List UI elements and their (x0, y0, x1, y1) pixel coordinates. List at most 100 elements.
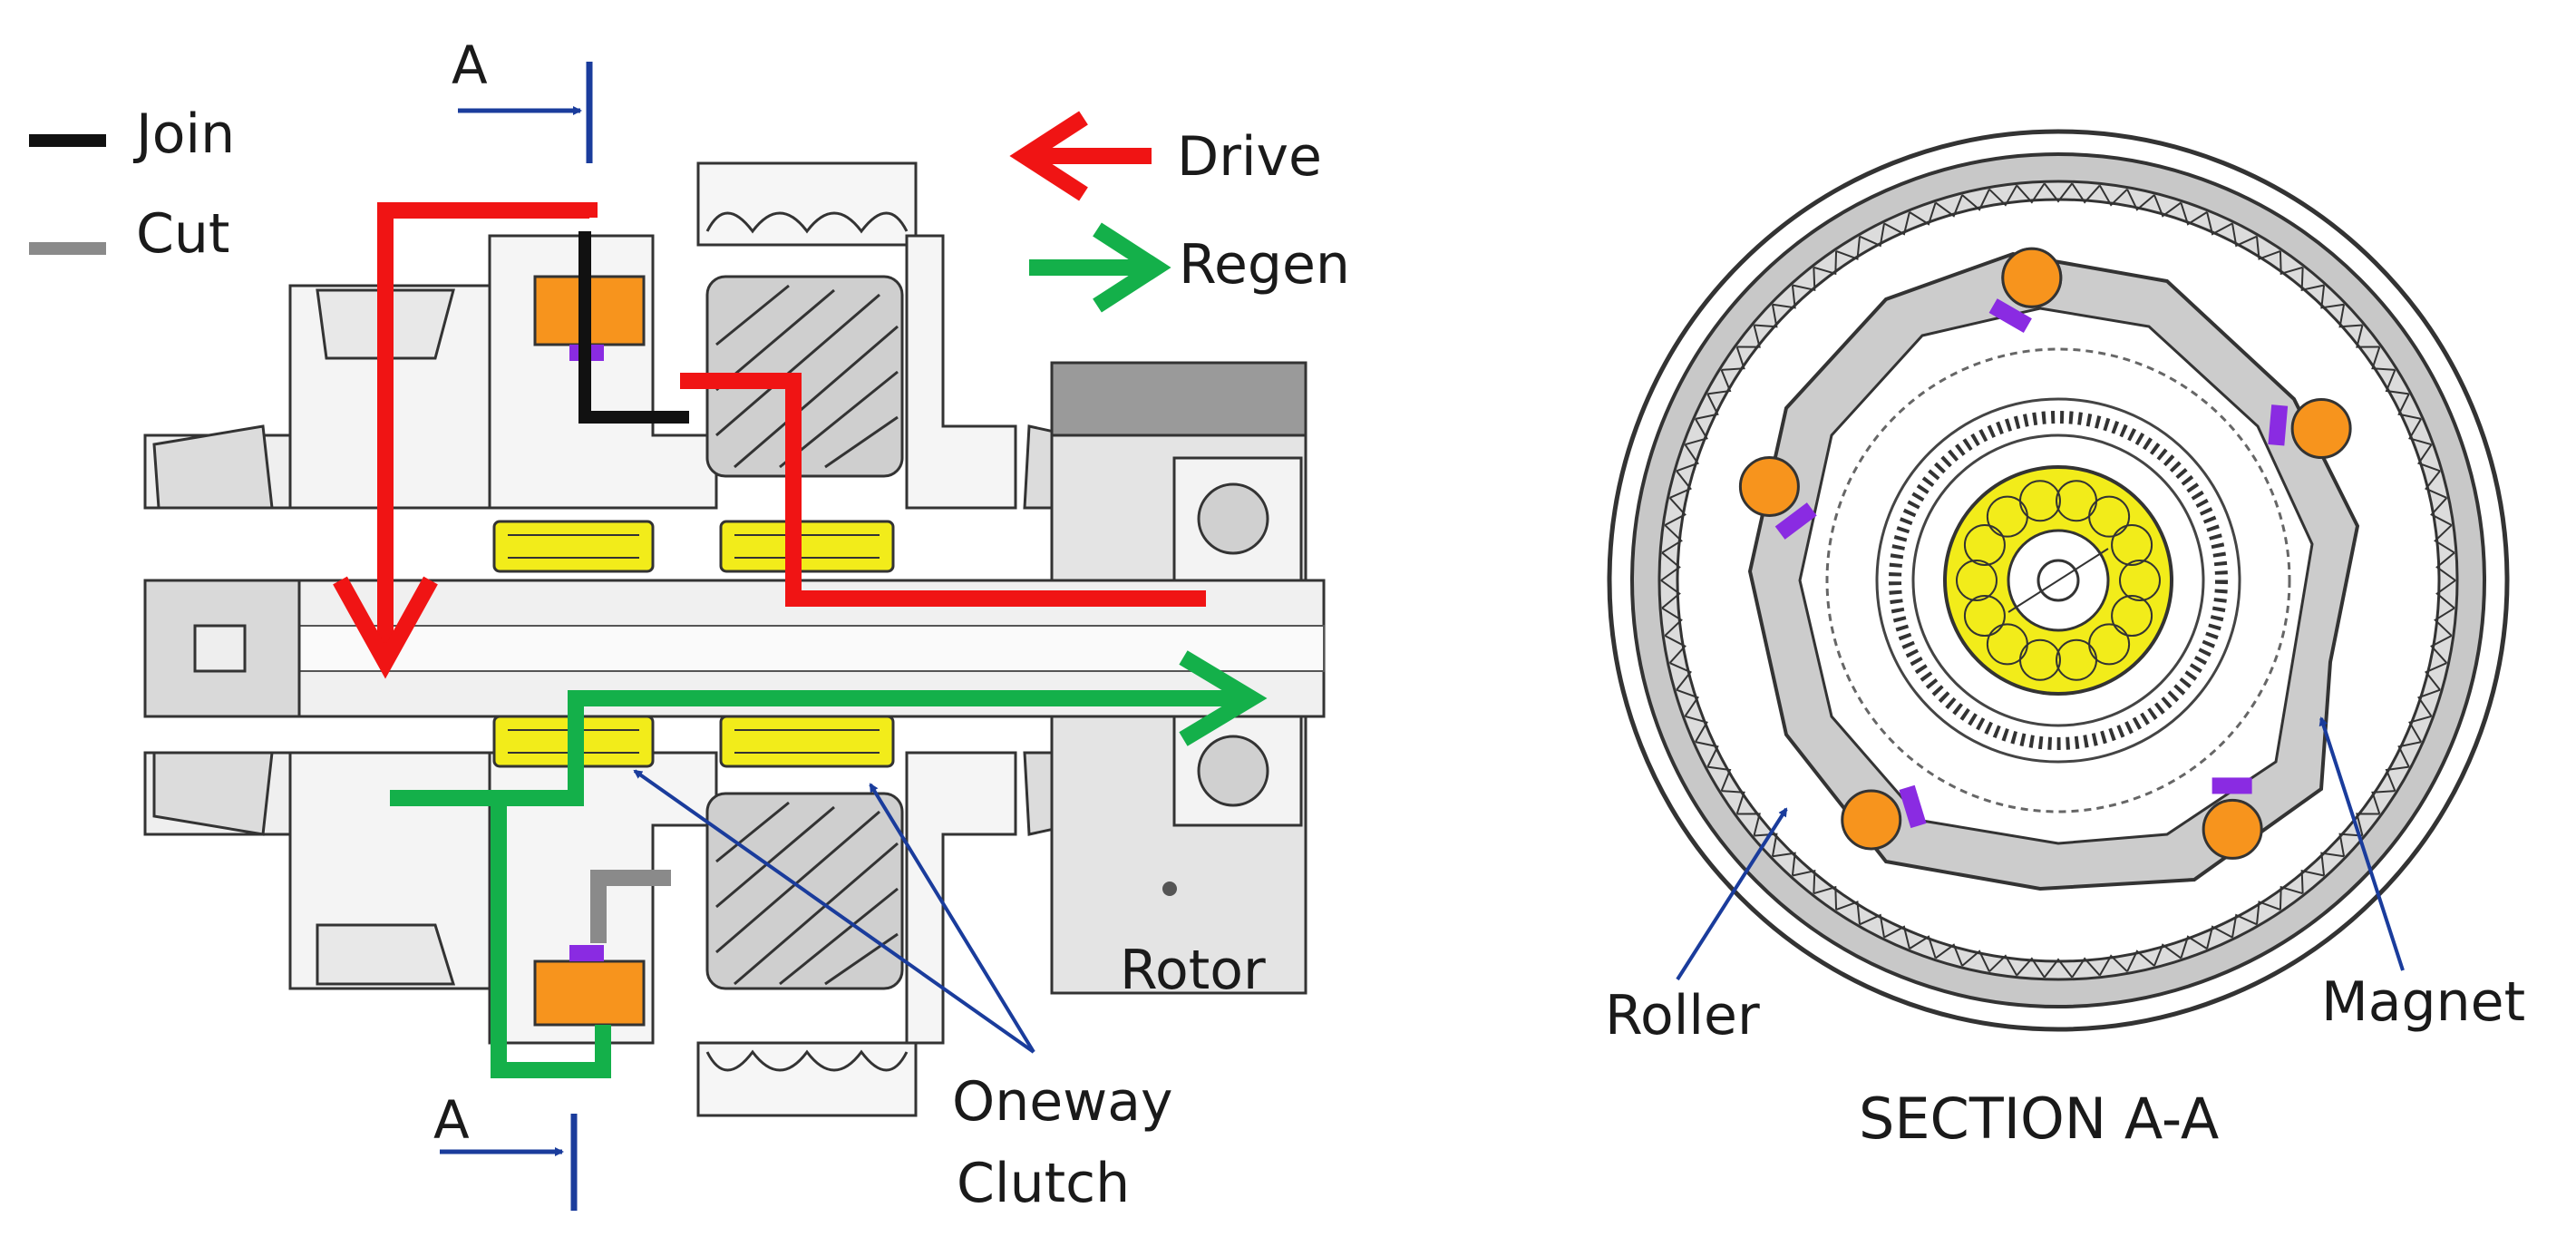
regen-arrow-icon (1029, 222, 1171, 313)
ring-tooth (2206, 925, 2233, 950)
clutch-leader-lines (633, 769, 1035, 1054)
ring-tooth (1661, 607, 1683, 637)
ring-tooth (1660, 551, 1681, 581)
ring-tooth (2153, 194, 2182, 218)
magnet-label: Magnet (2321, 970, 2525, 1034)
ring-tooth (2320, 285, 2345, 309)
join-label: Join (132, 102, 235, 166)
magnet-icon (2211, 777, 2252, 794)
ring-tooth (1721, 790, 1745, 814)
ring-tooth (2338, 304, 2363, 328)
ring-tooth (1772, 285, 1796, 309)
ring-tooth (2424, 470, 2447, 499)
ring-tooth (2424, 662, 2447, 691)
ring-tooth (1909, 935, 1937, 959)
ring-tooth (1909, 202, 1937, 226)
ring-tooth (1676, 688, 1700, 717)
regen-arrowhead (1179, 650, 1268, 746)
needle-roller (1963, 523, 2006, 566)
cut-path (590, 870, 671, 943)
ring-tooth (1859, 913, 1885, 938)
ring-tooth (2416, 443, 2441, 472)
ring-tooth (1883, 925, 1910, 950)
clutch-label-line2: Clutch (957, 1152, 1130, 1215)
needle-roller (2119, 560, 2161, 601)
magnet-icon (1899, 784, 1927, 829)
needle-roller (2056, 638, 2098, 681)
cut-label: Cut (136, 202, 229, 266)
ring-tooth (1835, 901, 1861, 925)
ring-tooth (2416, 688, 2441, 717)
section-aa-view (1607, 129, 2510, 1032)
section-mark-top: A (452, 34, 488, 96)
ring-tooth (2397, 741, 2422, 768)
ring-tooth (2098, 184, 2128, 207)
ring-tooth (2408, 418, 2432, 446)
ring-tooth (2435, 580, 2456, 609)
ring-tooth (2356, 325, 2380, 348)
ring-tooth (2279, 250, 2303, 276)
ring-tooth (2180, 935, 2208, 959)
ring-tooth (2320, 852, 2345, 876)
ring-tooth (1695, 393, 1719, 420)
ring-tooth (2385, 369, 2409, 395)
ring-tooth (1754, 304, 1778, 328)
join-path (578, 231, 689, 424)
ring-tooth (2016, 957, 2046, 979)
drive-arrow-icon (1009, 111, 1152, 201)
legend: Join Cut Drive Regen (29, 102, 1350, 313)
ring-tooth (2385, 765, 2409, 792)
roller-assembly (2202, 777, 2263, 860)
ring-tooth (1935, 194, 1963, 218)
ring-tooth (1707, 765, 1732, 792)
drive-path (377, 202, 598, 653)
ring-tooth (2397, 393, 2422, 420)
needle-roller (1963, 595, 2006, 638)
ring-tooth (1859, 223, 1885, 248)
ring-tooth (2098, 954, 2128, 977)
ring-tooth (2371, 790, 2396, 814)
roller-icon (1738, 455, 1800, 517)
ring-gear-bottom-teeth (705, 1049, 909, 1072)
ring-tooth (2430, 635, 2453, 664)
ring-tooth (1660, 580, 1681, 609)
needle-roller (2018, 480, 2061, 522)
ring-tooth (2071, 182, 2101, 204)
roller-assembly (2268, 398, 2352, 459)
ring-tooth (1664, 497, 1687, 526)
ring-tooth (2231, 223, 2258, 248)
rotor-label: Rotor (1120, 939, 1266, 1002)
ring-tooth (2279, 885, 2303, 911)
ring-tooth (1721, 346, 1745, 371)
section-arrow-icon (440, 62, 593, 1211)
roller-leader (1676, 807, 1788, 981)
needle-roller (2111, 595, 2153, 638)
roller-icon (2001, 247, 2063, 308)
ring-gear-bottom (696, 1041, 918, 1117)
ring-tooth (2206, 211, 2233, 236)
ring-tooth (1676, 443, 1700, 472)
ring-tooth (2300, 869, 2325, 894)
roller-icon (1841, 789, 1902, 851)
cut-swatch (29, 242, 106, 255)
ring-tooth (2180, 202, 2208, 226)
ring-gear-top-teeth (705, 211, 909, 234)
ring-tooth (2434, 524, 2455, 554)
ring-tooth (1695, 741, 1719, 768)
ring-tooth (1669, 470, 1693, 499)
ring-tooth (1883, 211, 1910, 236)
ring-tooth (1736, 325, 1761, 348)
regen-path (390, 690, 1251, 806)
ball-ring (1889, 411, 2228, 750)
roller-label: Roller (1605, 984, 1760, 1047)
roller-icon (2202, 798, 2263, 860)
ring-tooth (1813, 885, 1838, 911)
ring-tooth (2071, 957, 2101, 979)
needle-rollers (1956, 480, 2161, 681)
ring-tooth (1661, 524, 1683, 554)
ring-tooth (2434, 607, 2455, 637)
ring-tooth (1988, 954, 2018, 977)
rotor-dark-band (1050, 361, 1307, 437)
magnet-leader (2318, 716, 2405, 971)
